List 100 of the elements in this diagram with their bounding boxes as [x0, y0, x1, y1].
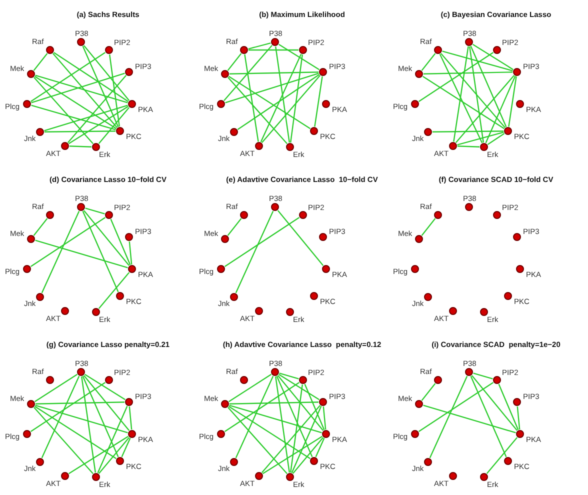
edge-line: [35, 402, 125, 404]
edge-line: [34, 76, 117, 130]
edge-line: [290, 384, 303, 473]
edge-line: [229, 402, 319, 404]
edge-line: [82, 210, 119, 292]
edge-line: [225, 72, 319, 104]
edge-line: [34, 406, 117, 460]
edge-line: [224, 382, 300, 432]
edge-line: [418, 382, 494, 432]
edge-line: [235, 376, 274, 458]
edge-line: [68, 436, 129, 474]
edge-line: [109, 54, 120, 127]
edge-line: [98, 272, 130, 309]
edge-line: [85, 208, 105, 214]
edge-line: [421, 53, 436, 71]
edge-line: [439, 54, 483, 144]
edge-line: [227, 53, 242, 71]
edge-line: [248, 42, 271, 50]
edge-line: [314, 76, 323, 127]
edge-line: [227, 218, 242, 236]
edge-line: [82, 46, 119, 128]
edge-line: [262, 436, 323, 474]
edge-line: [275, 46, 290, 143]
edge-line: [277, 375, 324, 431]
edge-line: [261, 75, 321, 143]
edge-line: [98, 437, 130, 474]
edge-line: [81, 376, 96, 473]
edge-line: [52, 53, 118, 128]
edge-line: [228, 406, 311, 460]
edge-line: [44, 104, 128, 132]
edge-line: [472, 44, 514, 70]
edge-line: [34, 407, 94, 474]
edge-line: [229, 72, 319, 74]
edge-line: [276, 376, 313, 458]
edge-line: [228, 407, 288, 474]
edge-line: [31, 104, 116, 130]
edge-line: [34, 77, 94, 144]
edge-line: [98, 107, 130, 144]
edge-line: [471, 375, 518, 431]
edge-line: [457, 132, 504, 146]
edge-line: [260, 54, 302, 142]
edge-line: [423, 72, 513, 74]
edge-line: [432, 130, 504, 132]
edge-line: [44, 130, 116, 132]
edge-line: [224, 217, 300, 267]
edge-line: [97, 406, 128, 474]
edge-line: [69, 146, 92, 148]
edge-line: [322, 406, 326, 430]
edge-line: [237, 74, 320, 130]
edge-line: [34, 374, 78, 402]
edge-line: [440, 53, 506, 128]
edge-line: [421, 218, 436, 236]
edge-line: [229, 404, 322, 434]
edge-line: [291, 406, 322, 474]
edge-line: [224, 45, 272, 101]
edge-line: [83, 210, 130, 266]
edge-line: [455, 75, 515, 143]
edge-line: [83, 45, 130, 101]
edge-line: [278, 44, 320, 70]
edge-line: [41, 376, 80, 458]
edge-line: [30, 217, 106, 267]
edge-line: [33, 218, 48, 236]
edge-line: [110, 218, 131, 266]
edge-line: [121, 438, 131, 458]
edge-line: [83, 375, 130, 431]
edge-line: [82, 376, 119, 458]
edge-line: [486, 437, 518, 474]
edge-line: [235, 210, 274, 294]
edge-line: [244, 54, 259, 142]
edge-line: [498, 384, 519, 430]
edge-line: [67, 75, 127, 143]
edge-line: [248, 49, 298, 51]
edge-line: [278, 374, 320, 400]
edge-line: [304, 384, 325, 430]
edge-line: [53, 52, 129, 102]
edge-line: [275, 376, 290, 473]
edge-line: [68, 106, 129, 144]
edge-line: [290, 54, 303, 143]
edge-line: [421, 383, 436, 401]
edge-line: [453, 46, 469, 142]
edge-line: [84, 374, 126, 400]
edge-line: [277, 210, 324, 266]
edge-line: [228, 76, 311, 130]
edge-line: [423, 404, 516, 434]
edge-line: [470, 376, 507, 458]
edge-line: [470, 46, 507, 128]
edge-line: [469, 46, 484, 143]
edge-line: [422, 76, 505, 130]
edge-line: [279, 372, 299, 380]
edge-line: [41, 210, 80, 294]
edge-line: [508, 76, 517, 127]
edge-line: [315, 438, 325, 458]
edge-line: [292, 437, 324, 474]
edge-line: [516, 406, 520, 430]
edge-line: [228, 77, 288, 144]
edge-line: [128, 241, 132, 265]
edge-line: [473, 372, 493, 380]
edge-line: [33, 53, 48, 71]
edge-line: [418, 52, 494, 102]
edge-line: [228, 374, 272, 402]
